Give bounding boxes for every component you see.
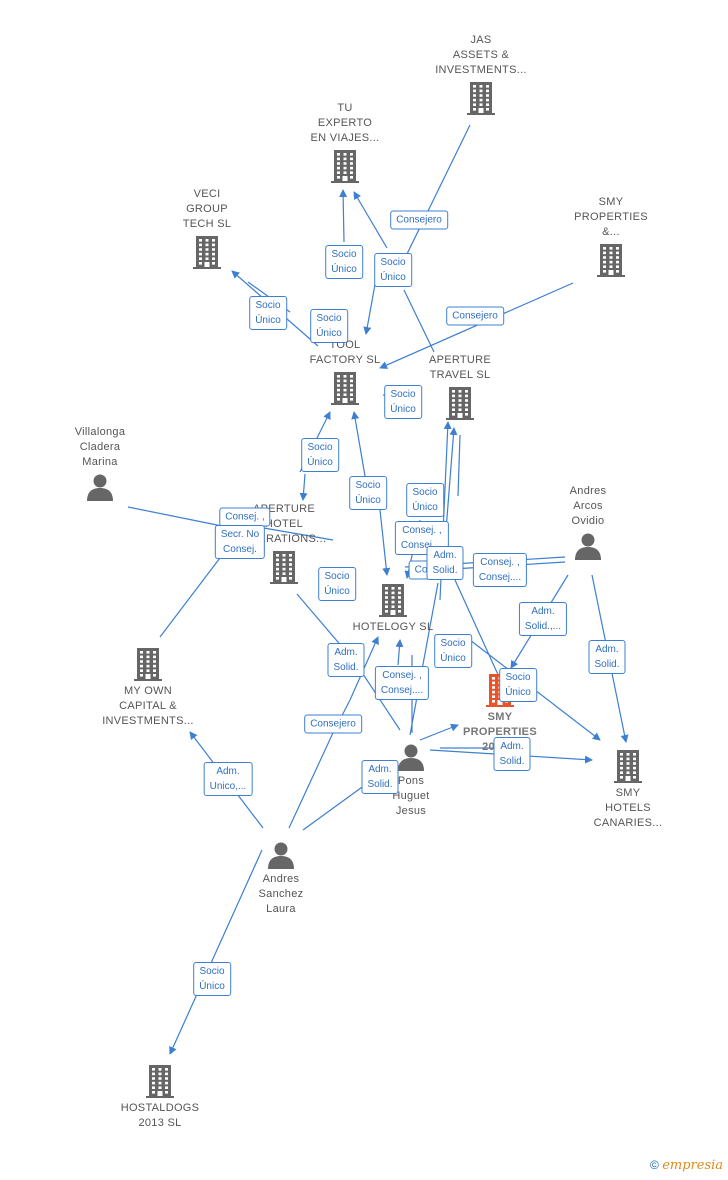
company-node-veci[interactable]: VECI GROUP TECH SL [142,187,272,270]
edge-label[interactable]: Consej. , Consej.... [394,521,450,555]
company-node-tool[interactable]: TOOL FACTORY SL [280,338,410,406]
edge-label[interactable]: Socio Único [406,483,444,517]
edge-label[interactable]: Secr. No Consej. [214,525,266,559]
edge-label[interactable]: Adm. Solid. [493,737,531,771]
building-icon [142,234,272,270]
node-label: Andres Arcos Ovidio [569,485,607,527]
edge-label[interactable]: Socio Único [384,385,422,419]
edge-label[interactable]: Socio Único [310,309,348,343]
company-node-jas[interactable]: JAS ASSETS & INVESTMENTS... [416,33,546,116]
node-label: TOOL FACTORY SL [309,339,381,366]
company-node-tu[interactable]: TU EXPERTO EN VIAJES... [280,101,410,184]
node-label: HOSTALDOGS 2013 SL [120,1102,200,1129]
edge-label[interactable]: Socio Único [301,438,339,472]
edge-label[interactable]: Adm. Unico,... [203,762,253,796]
node-label: JAS ASSETS & INVESTMENTS... [435,34,527,76]
edge-line [379,509,391,576]
edge-label[interactable]: Socio Único [249,296,287,330]
edge-line [395,639,404,666]
edge-label[interactable]: Adm. Solid.,... [518,602,568,636]
node-label: TU EXPERTO EN VIAJES... [310,102,380,144]
edge-line [299,473,308,501]
person-node-villalonga[interactable]: Villalonga Cladera Marina [35,425,165,502]
person-node-andres_sanchez[interactable]: Andres Sanchez Laura [216,840,346,917]
edge-label[interactable]: Consejero [446,306,504,326]
edge-label[interactable]: Socio Único [193,962,231,996]
edge-label[interactable]: Adm. Solid. [361,760,399,794]
copyright-symbol: © [650,1158,659,1172]
building-icon [95,1063,225,1099]
edge-label[interactable]: Consej. , Consej.... [472,553,528,587]
edge-line [419,723,459,741]
building-icon [280,370,410,406]
building-icon [83,646,213,682]
edge-label[interactable]: Adm. Solid. [426,546,464,580]
edge-line [127,506,223,527]
edge-label[interactable]: Socio Único [325,245,363,279]
edge-label[interactable]: Socio Único [499,668,537,702]
edge-label[interactable]: Adm. Solid. [588,640,626,674]
edge-line [353,191,388,249]
node-label: Andres Sanchez Laura [258,873,304,915]
node-label: MY OWN CAPITAL & INVESTMENTS... [102,685,194,727]
person-node-andres_arcos[interactable]: Andres Arcos Ovidio [523,484,653,561]
person-icon [523,531,653,561]
person-icon [216,840,346,870]
edge-line [257,526,334,541]
edge-line [169,849,263,1055]
edge-line [159,549,227,638]
footer-brand[interactable]: © empresia [650,1158,723,1173]
person-icon [346,742,476,772]
building-icon [328,582,458,618]
company-node-myown[interactable]: MY OWN CAPITAL & INVESTMENTS... [83,646,213,729]
node-label: SMY PROPERTIES &... [574,196,648,238]
edge-label[interactable]: Socio Único [434,634,472,668]
company-node-hostaldogs[interactable]: HOSTALDOGS 2013 SL [95,1063,225,1131]
building-icon [219,549,349,585]
edge-line [288,734,333,829]
brand-initial: e [662,1158,670,1173]
edge-label[interactable]: Consej. , Consej.... [374,666,430,700]
node-label: APERTURE TRAVEL SL [428,354,492,381]
building-icon [563,748,693,784]
person-icon [35,472,165,502]
building-icon [546,242,676,278]
edge-line [454,579,506,691]
company-node-smyprop[interactable]: SMY PROPERTIES &... [546,195,676,278]
company-node-apttravel[interactable]: APERTURE TRAVEL SL [395,353,525,421]
company-node-smyhotels[interactable]: SMY HOTELS CANARIES... [563,748,693,831]
node-label: VECI GROUP TECH SL [182,188,232,230]
company-node-hotelogy[interactable]: HOTELOGY SL [328,582,458,635]
brand-name: mpresia [669,1158,724,1173]
person-node-pons[interactable]: Pons Huguet Jesus [346,742,476,819]
edge-line [457,434,461,497]
edge-line [403,289,435,353]
edge-line [409,582,439,736]
edge-line [379,282,574,369]
edge-label[interactable]: Socio Único [349,476,387,510]
node-label: Pons Huguet Jesus [392,775,430,817]
edge-label[interactable]: Consejero [304,714,362,734]
edge-label[interactable]: Adm. Solid. [327,643,365,677]
edge-label[interactable]: Consejero [390,210,448,230]
node-label: Villalonga Cladera Marina [74,426,126,468]
building-icon [416,80,546,116]
node-label: SMY HOTELS CANARIES... [593,787,663,829]
edge-label[interactable]: Socio Único [318,567,356,601]
building-icon [280,148,410,184]
edge-line [339,189,348,243]
edge-label[interactable]: Socio Único [374,253,412,287]
edge-line [405,124,471,257]
node-label: HOTELOGY SL [352,621,434,633]
edge-label[interactable]: Consej. , [219,507,271,527]
building-icon [395,385,525,421]
edge-line [302,784,366,831]
